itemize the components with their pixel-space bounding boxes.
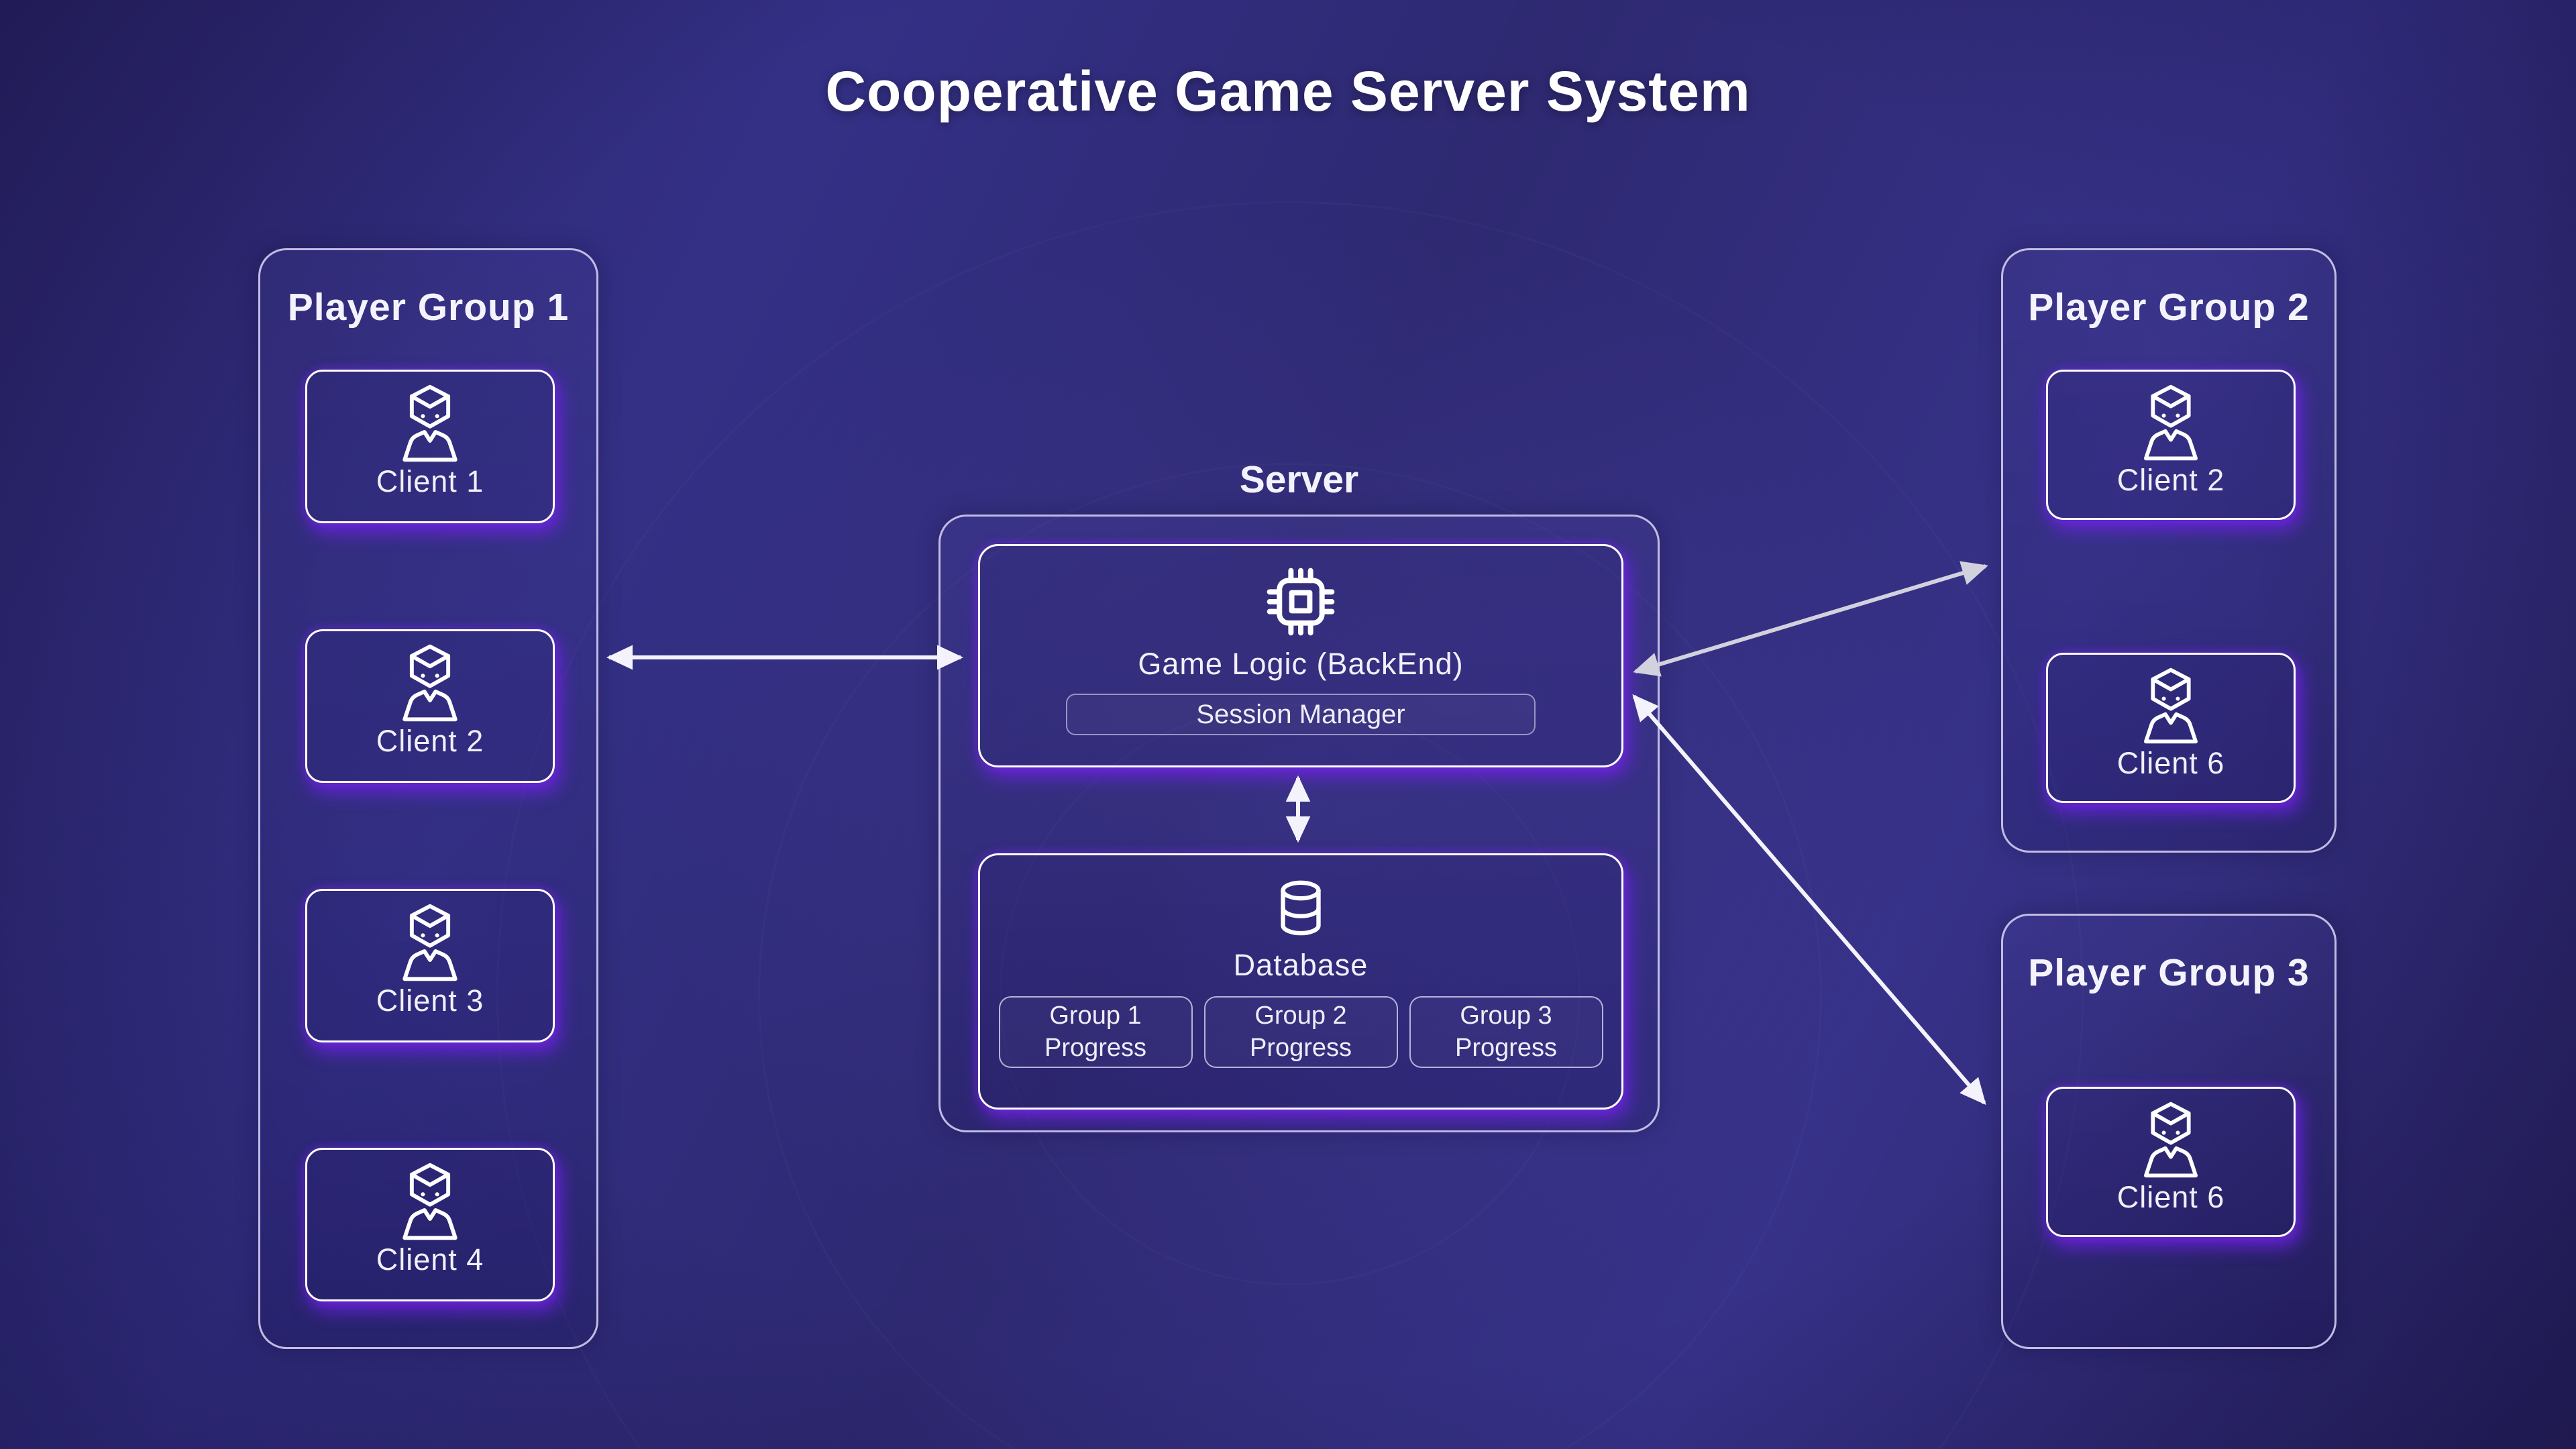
player-avatar-icon (2131, 1101, 2210, 1179)
group-1-progress-box: Group 1 Progress (998, 996, 1193, 1068)
database-cylinder-icon (1265, 873, 1336, 944)
progress-label: Group 2 Progress (1249, 1001, 1352, 1062)
client-label: Client 4 (376, 1242, 484, 1277)
group-title: Player Group 3 (2028, 951, 2310, 994)
server-box: Game Logic (BackEnd) Session Manager Dat… (938, 515, 1660, 1132)
progress-label: Group 1 Progress (1044, 1001, 1147, 1062)
database-box: Database Group 1 Progress Group 2 Progre… (978, 853, 1623, 1110)
game-logic-label: Game Logic (BackEnd) (1138, 647, 1464, 681)
database-label: Database (1233, 948, 1368, 982)
client-label: Client 2 (2116, 463, 2225, 497)
client-card: Client 2 (305, 629, 555, 783)
group-title: Player Group 2 (2028, 286, 2310, 329)
player-avatar-icon (390, 903, 470, 982)
client-card: Client 2 (2046, 370, 2296, 520)
progress-label: Group 3 Progress (1454, 1001, 1558, 1062)
player-group-3-panel: Player Group 3 Client 6 (2001, 914, 2337, 1349)
client-label: Client 2 (376, 724, 484, 758)
client-label: Client 3 (376, 983, 484, 1018)
player-avatar-icon (2131, 384, 2210, 462)
client-card: Client 4 (305, 1148, 555, 1301)
client-card: Client 6 (2046, 653, 2296, 803)
group-title: Player Group 1 (287, 286, 570, 329)
player-avatar-icon (2131, 667, 2210, 745)
player-avatar-icon (390, 384, 470, 463)
client-card: Client 1 (305, 370, 555, 523)
session-manager-box: Session Manager (1066, 694, 1536, 735)
session-manager-label: Session Manager (1196, 699, 1405, 729)
group-2-progress-box: Group 2 Progress (1203, 996, 1398, 1068)
progress-row: Group 1 Progress Group 2 Progress Group … (998, 996, 1603, 1068)
game-logic-box: Game Logic (BackEnd) Session Manager (978, 544, 1623, 767)
player-avatar-icon (390, 643, 470, 722)
player-avatar-icon (390, 1162, 470, 1241)
client-card: Client 3 (305, 889, 555, 1042)
arrow-server-group2 (1633, 561, 1988, 677)
client-label: Client 6 (2116, 1180, 2225, 1214)
client-label: Client 6 (2116, 746, 2225, 780)
arrow-server-group3 (1632, 694, 1986, 1106)
client-label: Client 1 (376, 464, 484, 498)
group-3-progress-box: Group 3 Progress (1409, 996, 1603, 1068)
client-card: Client 6 (2046, 1087, 2296, 1237)
player-group-1-panel: Player Group 1 Client 1 (258, 248, 598, 1349)
player-group-2-panel: Player Group 2 Client 2 (2001, 248, 2337, 853)
server-label: Server (1239, 458, 1359, 501)
cpu-chip-icon (1260, 561, 1342, 643)
page-title: Cooperative Game Server System (825, 60, 1751, 123)
